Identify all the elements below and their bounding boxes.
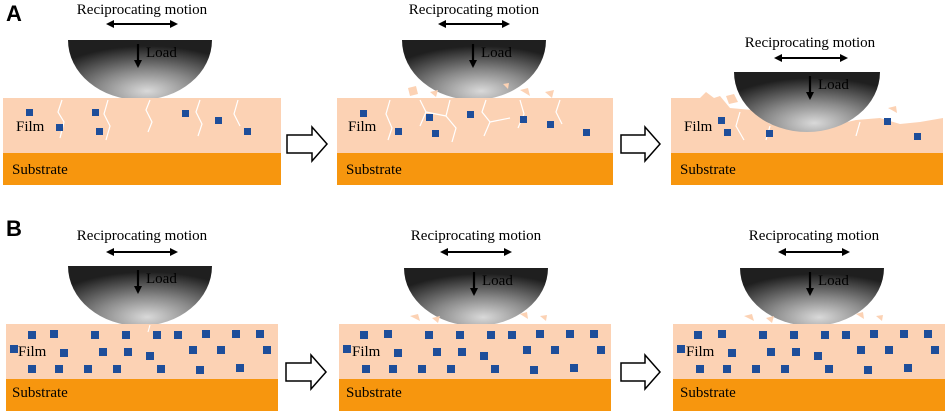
- particles: [360, 110, 590, 137]
- substrate-label: Substrate: [346, 385, 402, 401]
- substrate-layer: [671, 153, 943, 185]
- load-label: Load: [146, 45, 177, 61]
- stage-arrow-icon: [285, 353, 328, 391]
- stage-arrow-icon: [620, 353, 662, 391]
- substrate-label: Substrate: [680, 162, 736, 178]
- film-label: Film: [348, 119, 377, 135]
- stage-arrow-icon: [620, 125, 662, 163]
- substrate-label: Substrate: [12, 385, 68, 401]
- film-label: Film: [352, 344, 381, 360]
- motion-label: Reciprocating motion: [77, 2, 208, 18]
- motion-label: Reciprocating motion: [411, 228, 542, 244]
- debris: [726, 94, 913, 132]
- debris: [410, 312, 547, 323]
- ball-indenter: [734, 72, 880, 132]
- load-label: Load: [482, 273, 513, 289]
- film-layer: [671, 92, 943, 153]
- substrate-label: Substrate: [680, 385, 736, 401]
- motion-label: Reciprocating motion: [77, 228, 208, 244]
- substrate-layer: [6, 379, 278, 411]
- film-layer: [337, 98, 613, 153]
- ball-indenter: [68, 40, 212, 100]
- ball-indenter: [402, 40, 546, 100]
- debris: [408, 83, 554, 98]
- ball-indenter: [404, 268, 548, 326]
- substrate-label: Substrate: [346, 162, 402, 178]
- stage-b1: Reciprocating motion Load Film Substra: [6, 228, 278, 411]
- stage-arrow-icon: [286, 125, 329, 163]
- particles: [677, 330, 939, 374]
- film-label: Film: [16, 119, 45, 135]
- particles: [718, 117, 921, 140]
- stage-a1: Reciprocating motion Load Film Substrate: [3, 2, 281, 185]
- stage-a3: Reciprocating motion Load Film Substrate: [671, 35, 943, 185]
- film-label: Film: [18, 344, 47, 360]
- substrate-layer: [3, 153, 281, 185]
- substrate-layer: [339, 379, 611, 411]
- substrate-layer: [673, 379, 945, 411]
- substrate-label: Substrate: [12, 162, 68, 178]
- particles: [26, 109, 251, 135]
- ball-indenter: [68, 266, 212, 326]
- stage-b3: Reciprocating motion Load Fi: [673, 228, 945, 411]
- substrate-layer: [337, 153, 613, 185]
- ball-indenter: [740, 268, 884, 326]
- panel-label-a: A: [6, 1, 22, 26]
- motion-label: Reciprocating motion: [745, 35, 876, 51]
- film-label: Film: [684, 119, 713, 135]
- motion-label: Reciprocating motion: [749, 228, 880, 244]
- particles: [343, 330, 605, 374]
- load-label: Load: [818, 77, 849, 93]
- panel-label-b: B: [6, 216, 22, 241]
- motion-label: Reciprocating motion: [409, 2, 540, 18]
- load-label: Load: [146, 271, 177, 287]
- load-label: Load: [818, 273, 849, 289]
- crack-lines: [385, 99, 563, 143]
- debris: [744, 312, 883, 323]
- stage-a2: Reciprocating motion Load: [337, 2, 613, 185]
- stage-b2: Reciprocating motion Load Fi: [339, 228, 611, 411]
- film-layer: [3, 98, 281, 153]
- load-label: Load: [481, 45, 512, 61]
- particles: [10, 330, 271, 374]
- film-label: Film: [686, 344, 715, 360]
